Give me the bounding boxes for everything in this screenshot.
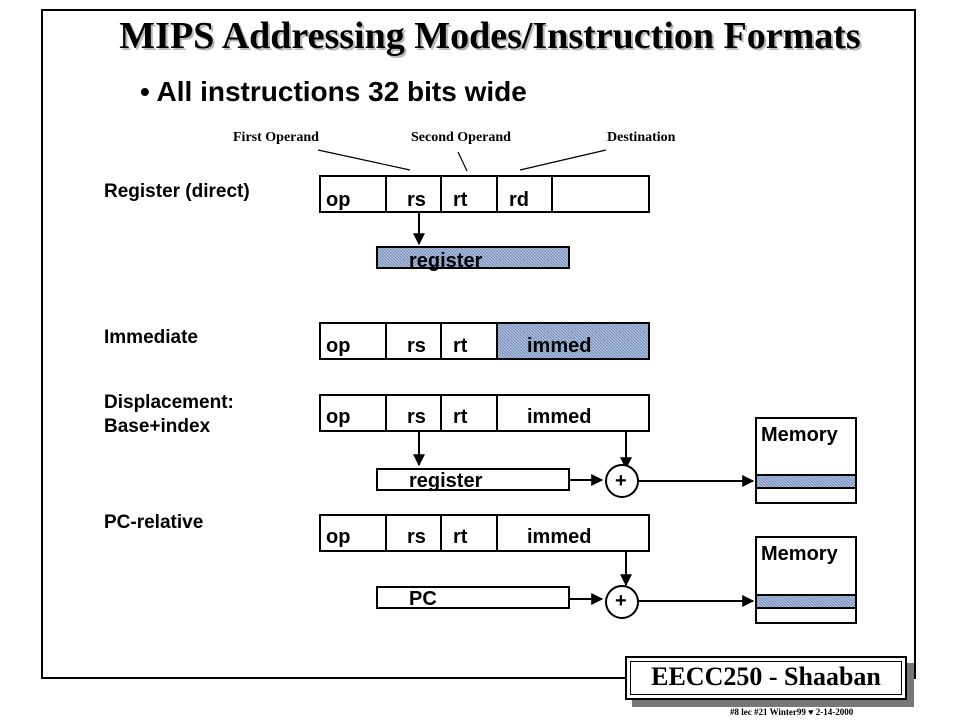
- field-op-4: op: [326, 526, 351, 548]
- destination-pointer: [519, 149, 607, 171]
- second-operand-pointer: [457, 151, 468, 172]
- field-op-2: op: [326, 335, 351, 357]
- memory-label-2: Memory: [761, 543, 838, 565]
- slide-frame: [41, 9, 916, 679]
- badge-inner-border: [630, 661, 902, 695]
- field-immed-3: immed: [527, 406, 592, 428]
- displacement-format-box: [319, 394, 650, 432]
- mode-displacement-line2: Base+index: [104, 416, 211, 437]
- register-format-box: [319, 175, 650, 213]
- adder-plus-2: +: [615, 590, 627, 612]
- field-immed-2: immed: [527, 335, 592, 357]
- field-rt-2: rt: [453, 335, 468, 357]
- pc-relative-format-box: [319, 514, 650, 552]
- memory-cell-1: [755, 474, 857, 489]
- first-operand-pointer: [317, 149, 411, 171]
- mode-displacement: Displacement: Base+index: [104, 391, 234, 439]
- field-rs-1: rs: [407, 189, 426, 211]
- first-operand-label: First Operand: [233, 130, 319, 145]
- second-operand-label: Second Operand: [411, 130, 511, 145]
- pc-label: PC: [409, 588, 437, 610]
- field-rs-3: rs: [407, 406, 426, 428]
- immediate-format-box: [319, 322, 650, 360]
- field-rt-3: rt: [453, 406, 468, 428]
- pc-box: [376, 586, 570, 609]
- slide-title: MIPS Addressing Modes/Instruction Format…: [119, 15, 861, 57]
- immed-highlight: [497, 323, 649, 359]
- adder-plus-1: +: [615, 470, 627, 492]
- field-immed-4: immed: [527, 526, 592, 548]
- field-rt-4: rt: [453, 526, 468, 548]
- register-box-direct: [376, 246, 570, 269]
- memory-cell-2: [755, 594, 857, 609]
- mode-displacement-line1: Displacement:: [104, 392, 234, 413]
- field-rd-1: rd: [509, 189, 529, 211]
- bullet-point: • All instructions 32 bits wide: [140, 76, 527, 107]
- mode-pc-relative: PC-relative: [104, 512, 204, 533]
- memory-label-1: Memory: [761, 424, 838, 446]
- field-rs-2: rs: [407, 335, 426, 357]
- field-op-1: op: [326, 189, 351, 211]
- course-badge: EECC250 - Shaaban: [625, 656, 907, 700]
- destination-label: Destination: [607, 130, 676, 145]
- bullet-text: All instructions 32 bits wide: [156, 76, 527, 107]
- field-rt-1: rt: [453, 189, 468, 211]
- field-rs-4: rs: [407, 526, 426, 548]
- mode-register-direct: Register (direct): [104, 181, 250, 202]
- register-label-2: register: [409, 470, 483, 492]
- badge-text: EECC250 - Shaaban: [651, 662, 881, 691]
- slide-footer: #8 lec #21 Winter99 ♥ 2-14-2000: [730, 707, 854, 717]
- register-label-1: register: [409, 250, 483, 272]
- field-op-3: op: [326, 406, 351, 428]
- mode-immediate: Immediate: [104, 327, 198, 348]
